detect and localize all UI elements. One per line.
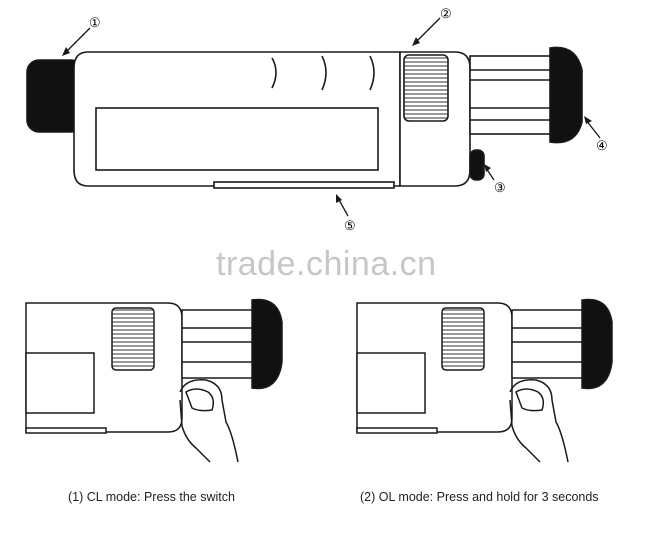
- microscope-main-view: [26, 46, 583, 189]
- callout-4: ④: [596, 139, 608, 154]
- cl-focus-knob: [111, 307, 155, 371]
- ol-focus-knob: [441, 307, 485, 371]
- callout-1: ①: [89, 16, 101, 31]
- ol-panel: [356, 352, 426, 414]
- focus-knob[interactable]: [403, 54, 449, 122]
- ol-hand: [509, 379, 569, 463]
- ol-strip: [356, 427, 438, 434]
- ol-mode-view: [356, 298, 613, 463]
- caption-cl-mode: (1) CL mode: Press the switch: [68, 490, 235, 504]
- leader-1: [63, 27, 91, 55]
- leader-4: [585, 119, 601, 139]
- cl-strip: [25, 427, 107, 434]
- eye-cup: [549, 46, 583, 144]
- switch-button[interactable]: [469, 149, 485, 181]
- callout-5: ⑤: [344, 219, 356, 234]
- callout-3: ③: [494, 181, 506, 196]
- cl-mode-view: [25, 298, 283, 463]
- callout-2: ②: [440, 7, 452, 22]
- cl-panel: [25, 352, 95, 414]
- caption-ol-mode: (2) OL mode: Press and hold for 3 second…: [360, 490, 599, 504]
- leader-2: [413, 17, 441, 45]
- cl-eyepiece-tube: [181, 309, 259, 379]
- ol-eye-cup: [581, 298, 613, 390]
- grip-groove: [321, 55, 327, 91]
- ol-eyepiece-tube: [511, 309, 589, 379]
- cl-hand: [179, 379, 239, 463]
- ol-thumb: [515, 388, 545, 412]
- grip-groove: [271, 57, 277, 89]
- display-panel: [95, 107, 379, 171]
- watermark-text: trade.china.cn: [216, 245, 437, 283]
- cl-eye-cup: [251, 298, 283, 390]
- callout-heads: [62, 37, 592, 203]
- grip-groove: [369, 55, 375, 91]
- bottom-strip: [213, 181, 395, 189]
- eyepiece-tube: [469, 55, 563, 135]
- cl-thumb: [185, 388, 215, 412]
